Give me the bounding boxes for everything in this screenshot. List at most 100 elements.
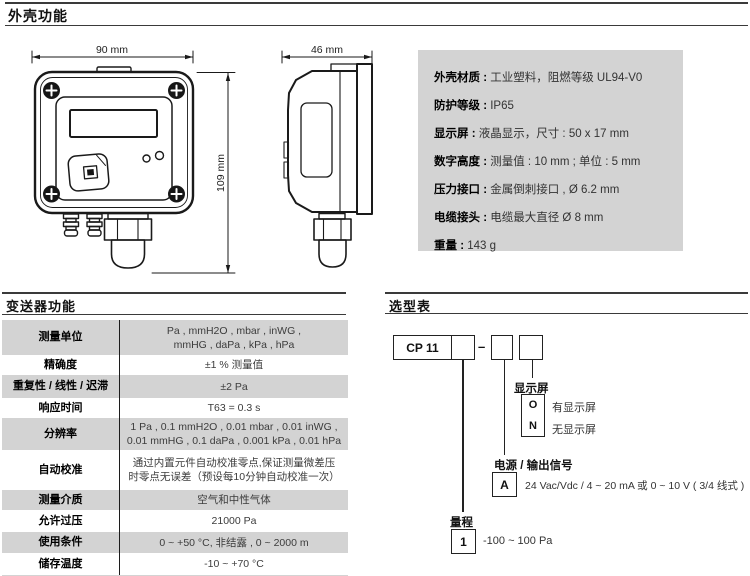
front-width-dimension-label: 90 mm — [96, 44, 128, 56]
led-indicator — [154, 150, 165, 161]
display-option-desc: 有显示屏 — [552, 402, 596, 414]
table-row: 自动校准 通过内置元件自动校准零点,保证测量微差压 时零点无误差（预设每10分钟… — [2, 450, 348, 490]
pressure-port-icon — [62, 213, 80, 237]
row-label: 使用条件 — [38, 536, 83, 548]
spec-line: 外壳材质 : 工业塑料，阻燃等级 UL94-V0 — [434, 72, 643, 84]
row-value: ±2 Pa — [119, 375, 348, 398]
transmitter-underline-rule — [2, 314, 346, 316]
table-row: 储存温度 -10 ~ +70 °C — [2, 553, 348, 575]
row-label: 自动校准 — [38, 463, 83, 476]
power-group-title: 电源 / 输出信号 — [494, 460, 573, 472]
transmitter-spec-table: 测量单位 Pa , mmH2O , mbar , inWG , mmHG , d… — [2, 320, 348, 575]
power-option-desc: 24 Vac/Vdc / 4 ~ 20 mA 或 0 ~ 10 V ( 3/4 … — [525, 480, 745, 492]
spec-value: 143 g — [467, 240, 497, 252]
spec-value: 电缆最大直径 Ø 8 mm — [490, 212, 604, 224]
row-value: 通过内置元件自动校准零点,保证测量微差压 时零点无误差（预设每10分钟自动校准一… — [119, 450, 348, 490]
row-label: 测量单位 — [38, 331, 83, 343]
range-connector-line — [462, 360, 464, 512]
power-option-code-box: A — [492, 472, 517, 497]
display-option-codes-box: O N — [521, 394, 545, 437]
cable-gland-front — [103, 212, 153, 269]
spec-label: 重量 — [434, 240, 457, 252]
row-label: 储存温度 — [38, 557, 83, 570]
table-row: 重复性 / 线性 / 迟滞 ±2 Pa — [2, 375, 348, 398]
spec-line: 数字高度 : 测量值 : 10 mm ; 单位 : 5 mm — [434, 156, 641, 168]
row-value: 空气和中性气体 — [119, 490, 348, 510]
table-row: 分辨率 1 Pa , 0.1 mmH2O , 0.01 mbar , 0.01 … — [2, 418, 348, 450]
power-connector-line — [503, 360, 505, 455]
code-separator: – — [478, 339, 486, 354]
display-option-desc: 无显示屏 — [552, 424, 596, 436]
range-group-title: 量程 — [450, 517, 473, 529]
ordering-underline-rule — [385, 313, 748, 315]
display-group-title: 显示屏 — [514, 383, 549, 395]
screw-icon — [168, 82, 185, 99]
row-value: 1 Pa , 0.1 mmH2O , 0.01 mbar , 0.01 inWG… — [119, 418, 348, 450]
row-value: Pa , mmH2O , mbar , inWG , mmHG , daPa ,… — [119, 320, 348, 355]
range-code-box — [450, 335, 475, 360]
side-housing-outline — [283, 63, 373, 215]
spec-label: 外壳材质 — [434, 72, 480, 84]
row-value: 21000 Pa — [119, 510, 348, 532]
spec-value: IP65 — [490, 100, 514, 112]
range-option-desc: -100 ~ 100 Pa — [483, 535, 553, 547]
spec-value: 工业塑料，阻燃等级 UL94-V0 — [490, 72, 643, 84]
spec-line: 重量 : 143 g — [434, 240, 497, 252]
ordering-top-rule — [385, 292, 748, 294]
row-label: 分辨率 — [44, 427, 77, 440]
row-label: 精确度 — [44, 358, 77, 371]
row-label: 允许过压 — [38, 514, 83, 527]
spec-value: 测量值 : 10 mm ; 单位 : 5 mm — [490, 156, 641, 168]
side-width-dimension-label: 46 mm — [311, 44, 343, 56]
button-flap — [67, 153, 110, 192]
transmitter-top-rule — [2, 292, 346, 294]
spec-label: 压力接口 — [434, 184, 480, 196]
spec-value: 金属倒刺接口 , Ø 6.2 mm — [490, 184, 620, 196]
spec-value: 液晶显示，尺寸 : 50 x 17 mm — [478, 128, 629, 140]
table-row: 允许过压 21000 Pa — [2, 510, 348, 532]
table-row: 精确度 ±1 % 测量值 — [2, 355, 348, 375]
spec-line: 显示屏 : 液晶显示，尺寸 : 50 x 17 mm — [434, 128, 629, 140]
table-row: 测量单位 Pa , mmH2O , mbar , inWG , mmHG , d… — [2, 320, 348, 355]
housing-spec-box: 外壳材质 : 工业塑料，阻燃等级 UL94-V0 防护等级 : IP65 显示屏… — [418, 50, 683, 252]
screw-icon — [168, 185, 185, 203]
ordering-code-diagram: CP 11 – 显示屏 O N 有显示屏 无显示屏 电源 / 输出信号 A 24… — [385, 330, 748, 576]
led-indicator — [142, 154, 151, 163]
model-code-box: CP 11 — [393, 335, 452, 360]
screw-icon — [43, 185, 60, 203]
table-row: 测量介质 空气和中性气体 — [2, 490, 348, 510]
display-option-code: N — [529, 419, 537, 432]
front-height-dimension-label: 109 mm — [215, 154, 227, 192]
display-code-box — [519, 335, 543, 360]
row-value: -10 ~ +70 °C — [119, 553, 348, 575]
spec-label: 电缆接头 — [434, 212, 480, 224]
housing-underline-rule — [5, 25, 748, 27]
table-row: 响应时间 T63 = 0.3 s — [2, 398, 348, 418]
row-label: 响应时间 — [38, 401, 83, 414]
power-code-box — [491, 335, 513, 360]
housing-section-title: 外壳功能 — [8, 8, 68, 24]
ordering-section-title: 选型表 — [389, 299, 432, 314]
spec-label: 显示屏 — [434, 128, 469, 140]
row-value: 0 ~ +50 °C, 非结露 , 0 ~ 2000 m — [119, 532, 348, 553]
row-label: 重复性 / 线性 / 迟滞 — [12, 380, 109, 392]
lcd-display-window — [69, 109, 158, 138]
housing-top-rule — [5, 2, 748, 4]
spec-label: 防护等级 — [434, 100, 480, 112]
transmitter-section-title: 变送器功能 — [6, 299, 77, 314]
spec-line: 电缆接头 : 电缆最大直径 Ø 8 mm — [434, 212, 604, 224]
screw-icon — [43, 82, 60, 99]
row-value: T63 = 0.3 s — [119, 398, 348, 418]
display-connector-line — [531, 360, 533, 378]
spec-line: 压力接口 : 金属倒刺接口 , Ø 6.2 mm — [434, 184, 620, 196]
range-option-code-box: 1 — [451, 529, 476, 554]
front-face-panel — [55, 96, 173, 201]
display-option-code: O — [528, 399, 538, 412]
pressure-port-icon — [86, 213, 103, 237]
spec-line: 防护等级 : IP65 — [434, 100, 514, 112]
row-label: 测量介质 — [38, 493, 83, 506]
spec-label: 数字高度 — [434, 156, 480, 168]
row-value: ±1 % 测量值 — [119, 355, 348, 375]
cable-gland-side — [313, 212, 352, 268]
